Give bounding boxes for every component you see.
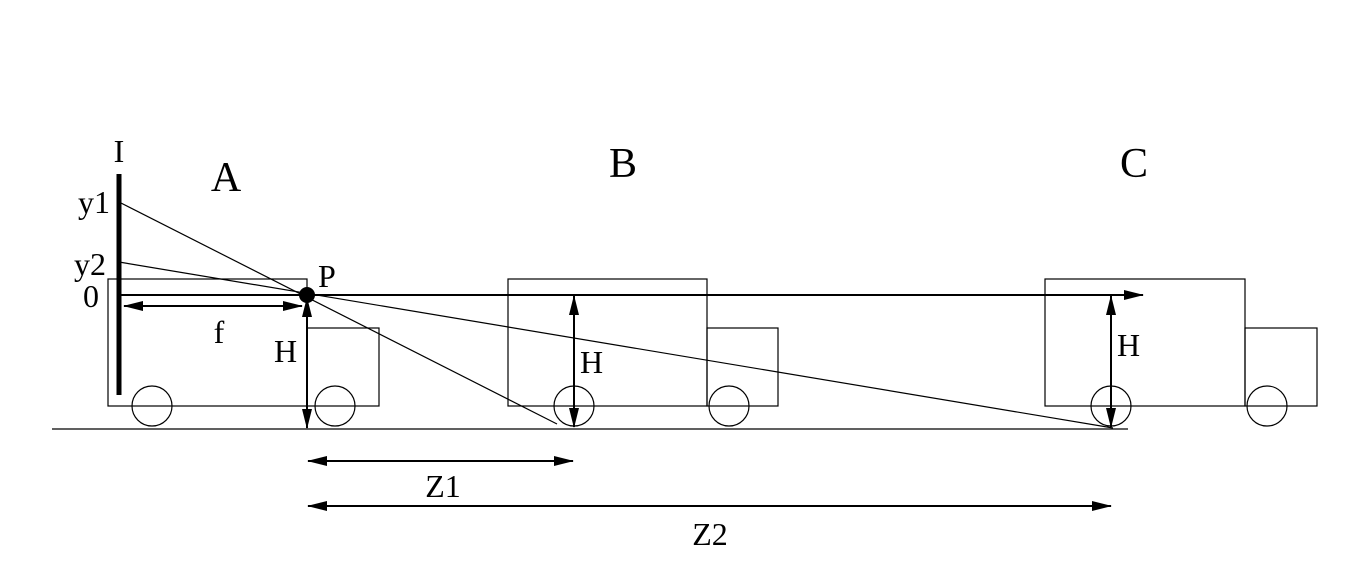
truck-c — [1044, 278, 1318, 427]
truck-a-front-wheel — [314, 385, 356, 427]
truck-c-body — [1044, 278, 1246, 407]
truck-b-cab — [706, 327, 779, 407]
z1-label: Z1 — [425, 468, 461, 504]
truck-a-cab — [306, 327, 380, 407]
ray-to-b — [118, 201, 558, 425]
z2-label: Z2 — [692, 516, 728, 552]
y2-label: y2 — [74, 246, 106, 282]
truck-c-label: C — [1120, 141, 1148, 187]
truck-c-front-wheel — [1246, 385, 1288, 427]
y1-label: y1 — [78, 184, 110, 220]
truck-a — [107, 278, 380, 427]
truck-c-cab — [1244, 327, 1318, 407]
truck-a-rear-wheel — [131, 385, 173, 427]
truck-b — [507, 278, 779, 427]
image-plane-label: I — [114, 133, 125, 169]
truck-b-front-wheel — [708, 385, 750, 427]
pinhole-point — [299, 287, 315, 303]
origin-label: 0 — [83, 278, 99, 314]
height-c-label: H — [1117, 327, 1140, 363]
truck-b-label: B — [609, 141, 637, 187]
ray-to-c — [118, 261, 1114, 429]
pinhole-label: P — [318, 258, 336, 294]
height-a-label: H — [274, 333, 297, 369]
truck-b-body — [507, 278, 708, 407]
focal-length-label: f — [214, 314, 225, 350]
height-b-label: H — [580, 344, 603, 380]
truck-a-label: A — [211, 155, 242, 201]
